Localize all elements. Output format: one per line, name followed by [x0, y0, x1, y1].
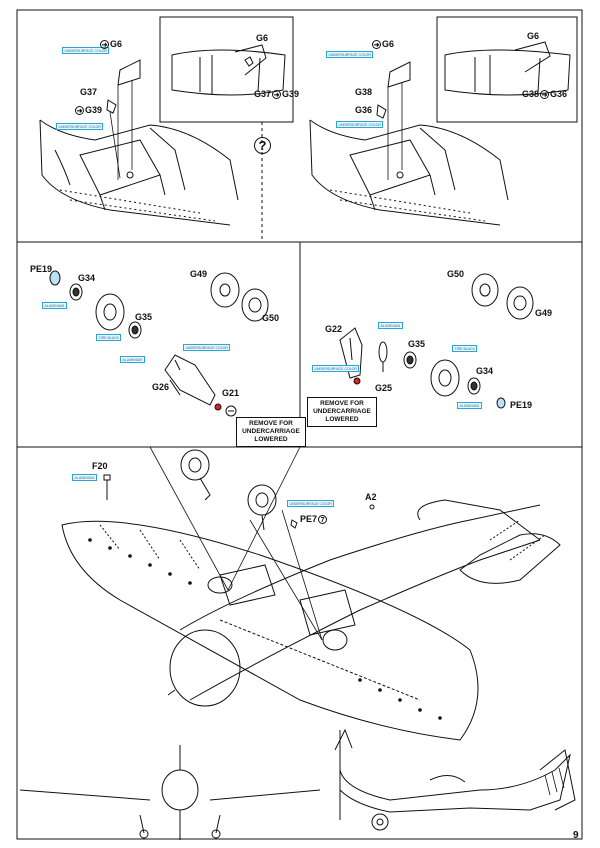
color-tag-aluminium: ALUMINIUM	[120, 356, 145, 363]
callout-g39: ➜G39	[74, 105, 103, 116]
step1-right-fuselage	[309, 61, 509, 226]
part-label-g35: G35	[135, 312, 153, 322]
part-label-g35: G35	[408, 339, 426, 349]
arrow-circle-icon: ➜	[75, 106, 84, 116]
part-label-g22: G22	[325, 324, 343, 334]
part-label: G6	[382, 39, 395, 49]
color-tag-tire-black: TIRE BLACK	[452, 345, 478, 352]
step2-left-parts	[49, 270, 269, 417]
arrow-circle-icon: ➜	[100, 40, 109, 50]
part-label: G36	[355, 105, 373, 115]
part-label-f20: F20	[92, 461, 108, 471]
arrow-circle-icon: ➜	[372, 40, 381, 50]
part-label-g25: G25	[375, 383, 393, 393]
inset-callout-g38-g36: G38➜G36	[522, 89, 568, 100]
inset-right-art	[444, 41, 571, 96]
part-label: G38	[522, 89, 540, 99]
part-label-g50: G50	[262, 313, 280, 323]
part-label-a2: A2	[365, 492, 377, 502]
callout-g36: G36	[355, 106, 372, 115]
color-tag-undersurface: UNDERSURFACE COLOR	[312, 365, 360, 372]
part-label: G39	[85, 105, 103, 115]
callout-g6: ➜G6	[371, 39, 395, 50]
color-tag-undersurface: UNDERSURFACE COLOR	[287, 500, 335, 507]
inset-callout-g37-g39: G37➜G39	[254, 89, 300, 100]
color-tag-undersurface: UNDERSURFACE COLOR	[62, 47, 110, 54]
part-label-pe19: PE19	[30, 264, 53, 274]
part-label-g49: G49	[190, 269, 208, 279]
color-tag-aluminium: ALUMINIUM	[42, 302, 67, 309]
color-tag-undersurface: UNDERSURFACE COLOR	[183, 344, 231, 351]
part-label-g21: G21	[222, 388, 240, 398]
color-tag-aluminium: ALUMINIUM	[457, 402, 482, 409]
part-label-g34: G34	[476, 366, 494, 376]
part-label: G39	[282, 89, 300, 99]
color-tag-aluminium: ALUMINIUM	[378, 322, 403, 329]
color-tag-undersurface: UNDERSURFACE COLOR	[336, 121, 384, 128]
color-tag-undersurface: UNDERSURFACE COLOR	[326, 51, 374, 58]
part-label: G36	[550, 89, 568, 99]
part-label-g38: G38	[355, 87, 373, 97]
part-label: G6	[110, 39, 123, 49]
inset-part-label-g6: G6	[527, 31, 540, 41]
color-tag-aluminium: ALUMINIUM	[72, 474, 97, 481]
part-label-g49: G49	[535, 308, 553, 318]
page-number: 9	[573, 830, 579, 841]
arrow-circle-icon: ➜	[272, 90, 282, 100]
side-view-aircraft	[334, 728, 576, 831]
front-view-aircraft	[19, 745, 321, 840]
remove-note: REMOVE FOR UNDERCARRIAGE LOWERED	[236, 417, 306, 447]
color-tag-undersurface: UNDERSURFACE COLOR	[56, 123, 104, 130]
step3-aircraft	[61, 446, 561, 741]
remove-note: REMOVE FOR UNDERCARRIAGE LOWERED	[307, 397, 377, 427]
callout-g6: ➜G6	[99, 39, 123, 50]
part-label: G37	[254, 89, 272, 99]
question-mark-icon: ?	[254, 137, 271, 154]
inset-part-label-g6: G6	[256, 33, 269, 43]
part-label-g37: G37	[80, 87, 98, 97]
photo-etch-step-icon: 7	[318, 515, 328, 525]
part-label-g50: G50	[447, 269, 465, 279]
inset-right	[436, 16, 578, 123]
step1-left-fuselage	[39, 59, 239, 226]
color-tag-tire-black: TIRE BLACK	[96, 334, 122, 341]
arrow-circle-icon: ➜	[540, 90, 550, 100]
step2-right-parts	[339, 273, 534, 409]
part-label-pe19: PE19	[510, 400, 533, 410]
part-label: PE7	[300, 514, 318, 524]
inset-left	[159, 16, 294, 123]
inset-left-art	[171, 44, 286, 96]
part-label-g26: G26	[152, 382, 170, 392]
part-label-g34: G34	[78, 273, 96, 283]
